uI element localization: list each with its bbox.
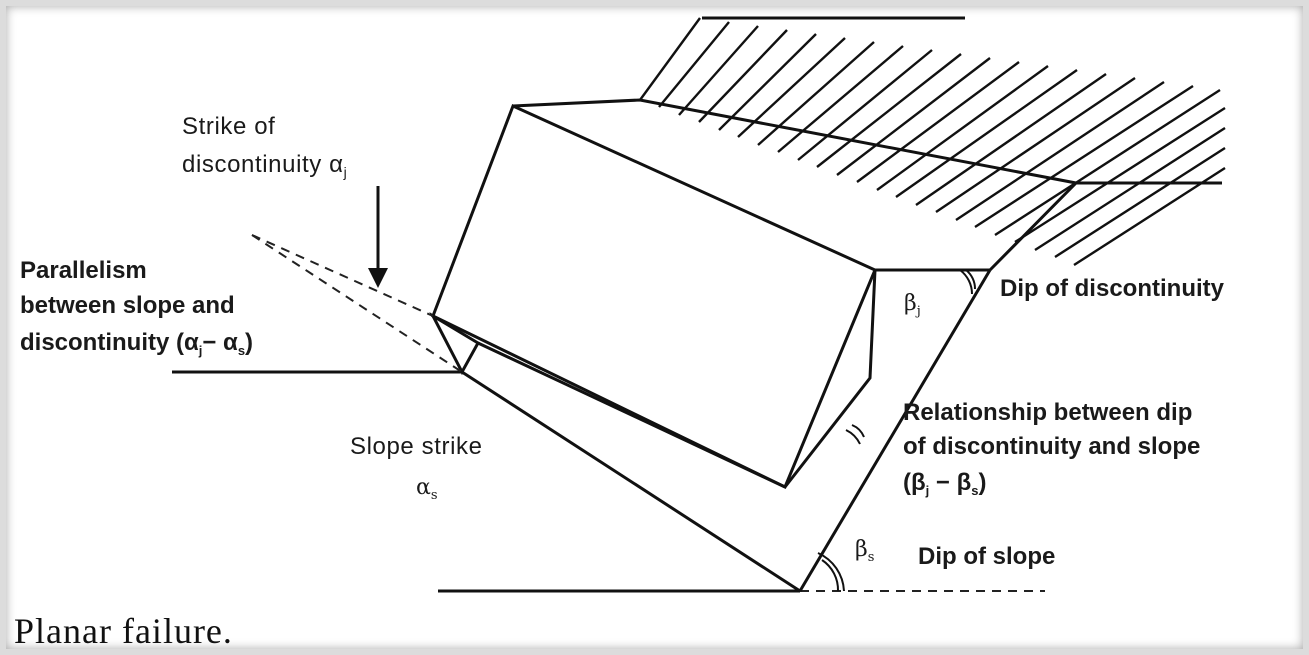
relationship-label-line1: Relationship between dip [903,399,1192,426]
beta-j-arc-outer [959,269,973,295]
strike-discontinuity-dashed [251,234,434,317]
parallelism-label-line3: discontinuity (αj− αs) [20,329,253,358]
crest-edge [512,98,1080,272]
relationship-arc-outer [845,429,861,445]
relationship-label-line2: of discontinuity and slope [903,433,1200,460]
parallelism-label-line2: between slope and [20,292,235,319]
slope-strike-dashed [251,234,463,373]
dip-slope-label: Dip of slope [918,543,1055,570]
sliding-block [431,103,877,490]
hatched-top-face [639,17,1226,267]
beta-j-symbol: βj [904,291,921,319]
slope-face [429,311,481,376]
dip-discontinuity-label: Dip of discontinuity [1000,275,1225,302]
alpha-s-symbol: αs [416,475,438,503]
strike-discontinuity-label-line1: Strike of [182,113,275,140]
relationship-arc-inner [851,424,865,438]
slope-right-face-edge [798,269,992,592]
slope-bottom-left-edge [461,370,801,593]
discontinuity-plane-edge [477,341,786,489]
parallelism-label-line1: Parallelism [20,257,147,284]
strike-arrow-head [368,268,388,288]
beta-s-arc-outer [817,552,845,592]
beta-s-symbol: βs [855,537,874,565]
discontinuity-back-edge [783,269,877,488]
slope-strike-label: Slope strike [350,433,483,460]
beta-s-arc-inner [821,559,840,592]
figure-caption: Planar failure. [14,611,233,651]
relationship-label-line3: (βj − βs) [903,469,987,498]
beta-j-arc-inner [965,269,977,290]
strike-discontinuity-label-line2: discontinuity αj [182,151,347,180]
